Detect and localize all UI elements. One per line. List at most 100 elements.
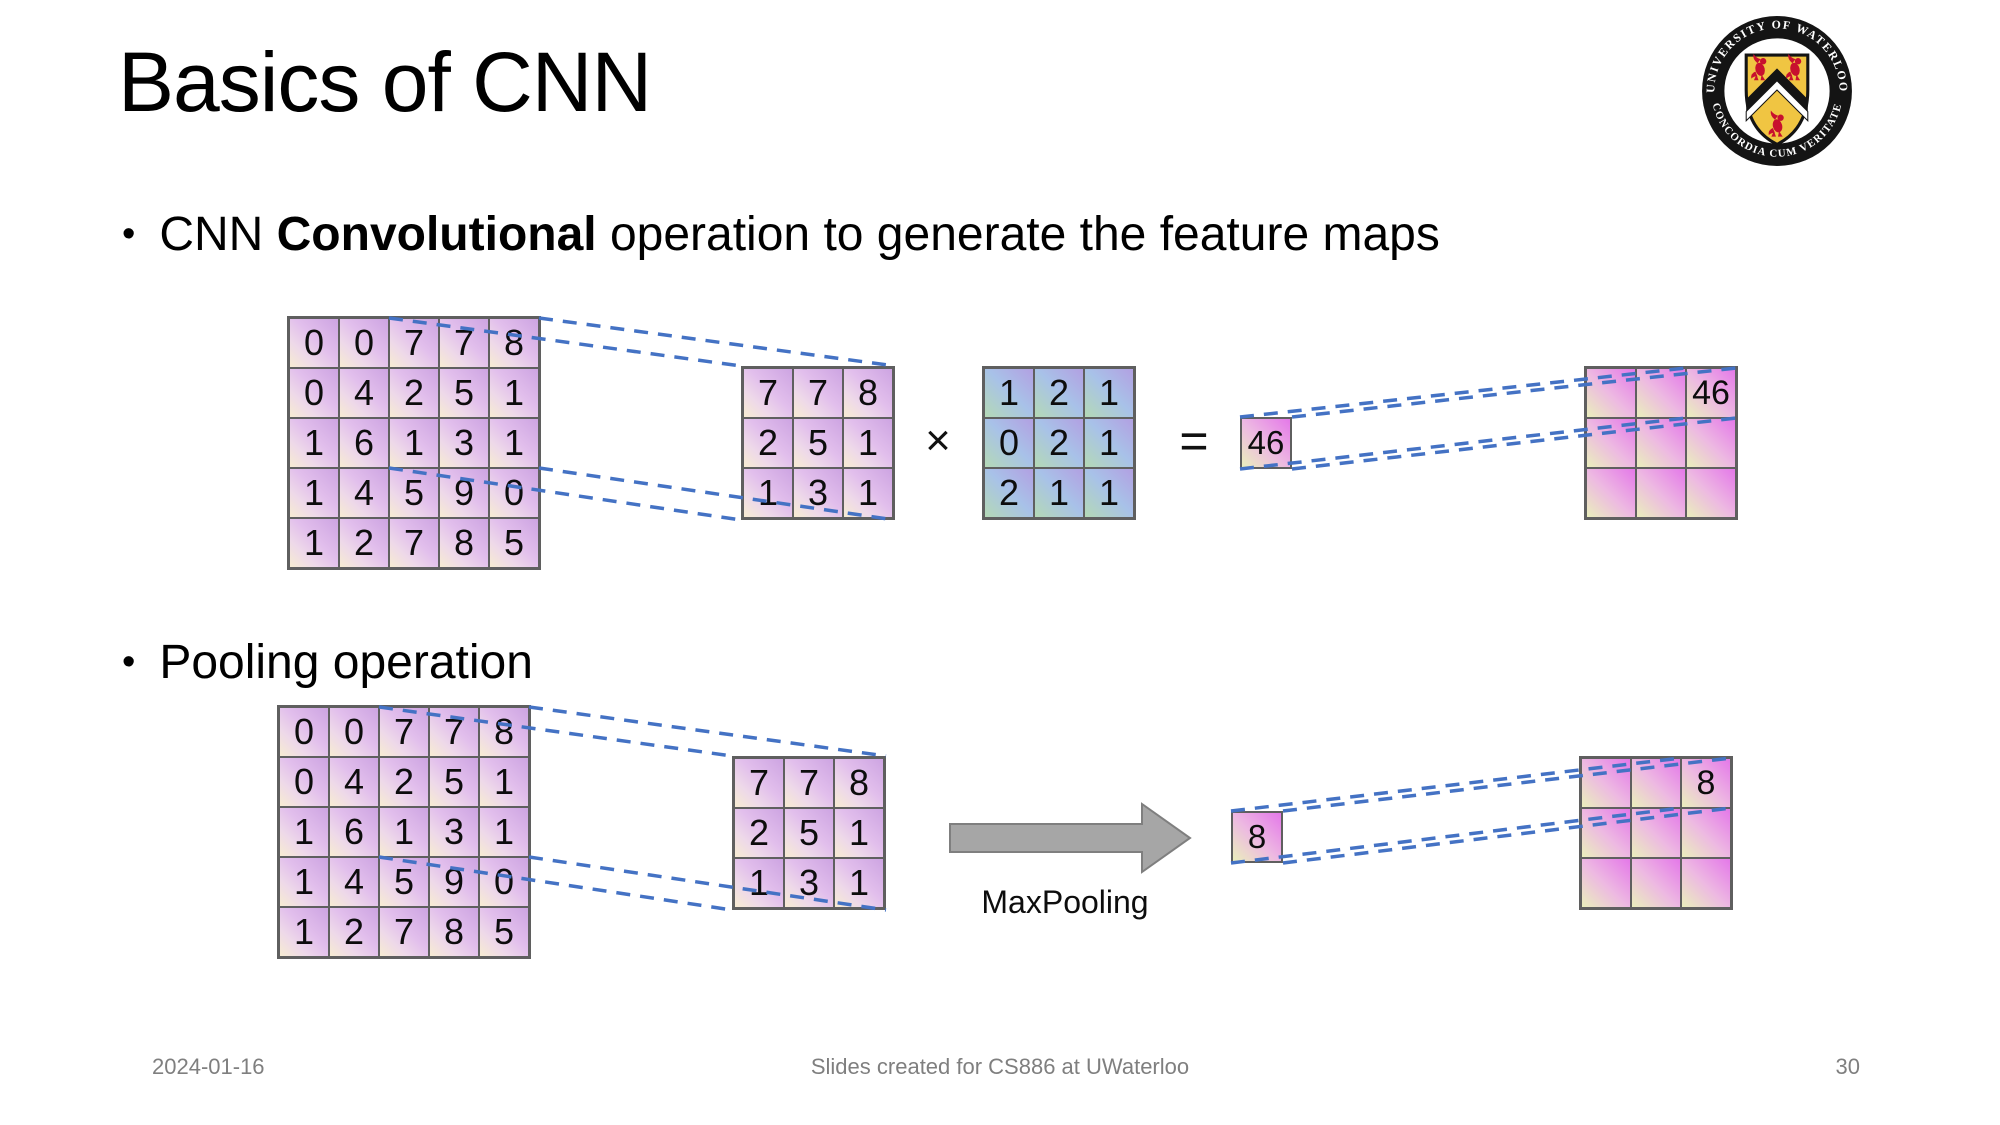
footer-caption: Slides created for CS886 at UWaterloo xyxy=(810,1054,1190,1079)
grid-cell: 5 xyxy=(793,418,843,468)
grid-cell: 3 xyxy=(439,418,489,468)
footer-date: 2024-01-16 xyxy=(152,1054,265,1079)
grid-cell: 1 xyxy=(834,808,884,858)
grid-cell: 2 xyxy=(329,907,379,957)
grid-cell: 3 xyxy=(784,858,834,908)
grid-cell: 4 xyxy=(329,857,379,907)
bullet-marker: • xyxy=(122,641,136,683)
bullet-marker: • xyxy=(122,213,136,255)
grid-cell xyxy=(1631,758,1681,808)
grid-cell xyxy=(1581,858,1631,908)
grid-cell: 1 xyxy=(489,368,539,418)
grid-cell: 1 xyxy=(984,368,1034,418)
multiply-operator: × xyxy=(925,416,951,465)
grid-cell xyxy=(1586,418,1636,468)
grid-cell: 1 xyxy=(1084,468,1134,518)
grid-cell: 0 xyxy=(984,418,1034,468)
grid-cell: 0 xyxy=(329,707,379,757)
grid-cell: 0 xyxy=(279,757,329,807)
page-title: Basics of CNN xyxy=(118,35,652,129)
grid-cell xyxy=(1631,808,1681,858)
grid-cell: 6 xyxy=(339,418,389,468)
grid-cell: 1 xyxy=(834,858,884,908)
grid-cell: 1 xyxy=(379,807,429,857)
grid-cell: 8 xyxy=(439,518,489,568)
grid-cell: 4 xyxy=(339,468,389,518)
grid-cell xyxy=(1586,368,1636,418)
grid-cell: 7 xyxy=(379,907,429,957)
grid-cell: 7 xyxy=(793,368,843,418)
grid-cell xyxy=(1636,368,1686,418)
grid-cell: 2 xyxy=(1034,368,1084,418)
grid-cell: 5 xyxy=(784,808,834,858)
grid-cell: 4 xyxy=(329,757,379,807)
maxpooling-label: MaxPooling xyxy=(981,884,1149,920)
grid-cell: 8 xyxy=(834,758,884,808)
pool-output-matrix: 8 xyxy=(1579,756,1733,910)
grid-cell: 1 xyxy=(279,857,329,907)
grid-cell: 0 xyxy=(339,318,389,368)
bullet-convolution: • CNN Convolutional operation to generat… xyxy=(122,206,1440,264)
dashed-connector-line xyxy=(528,705,887,758)
grid-cell: 1 xyxy=(843,468,893,518)
grid-cell: 2 xyxy=(389,368,439,418)
grid-cell: 0 xyxy=(289,368,339,418)
grid-cell: 5 xyxy=(479,907,529,957)
grid-cell: 0 xyxy=(279,707,329,757)
grid-cell xyxy=(1636,468,1686,518)
grid-cell: 2 xyxy=(734,808,784,858)
grid-cell: 7 xyxy=(379,707,429,757)
pool-result-cell: 8 xyxy=(1231,811,1283,863)
grid-cell: 2 xyxy=(339,518,389,568)
grid-cell: 8 xyxy=(429,907,479,957)
grid-cell: 9 xyxy=(439,468,489,518)
grid-cell: 1 xyxy=(1034,468,1084,518)
grid-cell: 46 xyxy=(1686,368,1736,418)
maxpooling-arrow xyxy=(949,802,1192,874)
grid-cell: 7 xyxy=(429,707,479,757)
grid-cell: 4 xyxy=(339,368,389,418)
equals-operator: = xyxy=(1179,413,1209,469)
grid-cell: 1 xyxy=(479,757,529,807)
grid-cell: 1 xyxy=(279,807,329,857)
grid-cell: 7 xyxy=(389,318,439,368)
grid-cell xyxy=(1631,858,1681,908)
logo-shield xyxy=(1744,53,1810,147)
grid-cell: 8 xyxy=(489,318,539,368)
grid-cell: 1 xyxy=(489,418,539,468)
grid-cell: 7 xyxy=(734,758,784,808)
grid-cell: 6 xyxy=(329,807,379,857)
bullet-pooling-text: Pooling operation xyxy=(159,636,533,689)
grid-cell: 1 xyxy=(743,468,793,518)
grid-cell: 1 xyxy=(1084,418,1134,468)
dashed-connector-line xyxy=(538,316,896,368)
grid-cell: 1 xyxy=(289,518,339,568)
grid-cell: 8 xyxy=(843,368,893,418)
grid-cell: 7 xyxy=(784,758,834,808)
grid-cell xyxy=(1581,758,1631,808)
grid-cell: 1 xyxy=(734,858,784,908)
bullet-pooling: • Pooling operation xyxy=(122,634,533,692)
grid-cell xyxy=(1581,808,1631,858)
grid-cell xyxy=(1636,418,1686,468)
grid-cell: 2 xyxy=(743,418,793,468)
grid-cell: 0 xyxy=(479,857,529,907)
grid-cell: 5 xyxy=(489,518,539,568)
grid-cell: 5 xyxy=(379,857,429,907)
grid-cell: 8 xyxy=(479,707,529,757)
grid-cell: 1 xyxy=(389,418,439,468)
bullet-convolution-text: CNN Convolutional operation to generate … xyxy=(159,208,1440,261)
grid-cell: 1 xyxy=(843,418,893,468)
grid-cell: 8 xyxy=(1681,758,1731,808)
grid-cell xyxy=(1681,858,1731,908)
grid-cell: 1 xyxy=(479,807,529,857)
grid-cell: 5 xyxy=(429,757,479,807)
footer-page-number: 30 xyxy=(1835,1054,1860,1079)
grid-cell: 1 xyxy=(289,418,339,468)
grid-cell: 1 xyxy=(279,907,329,957)
